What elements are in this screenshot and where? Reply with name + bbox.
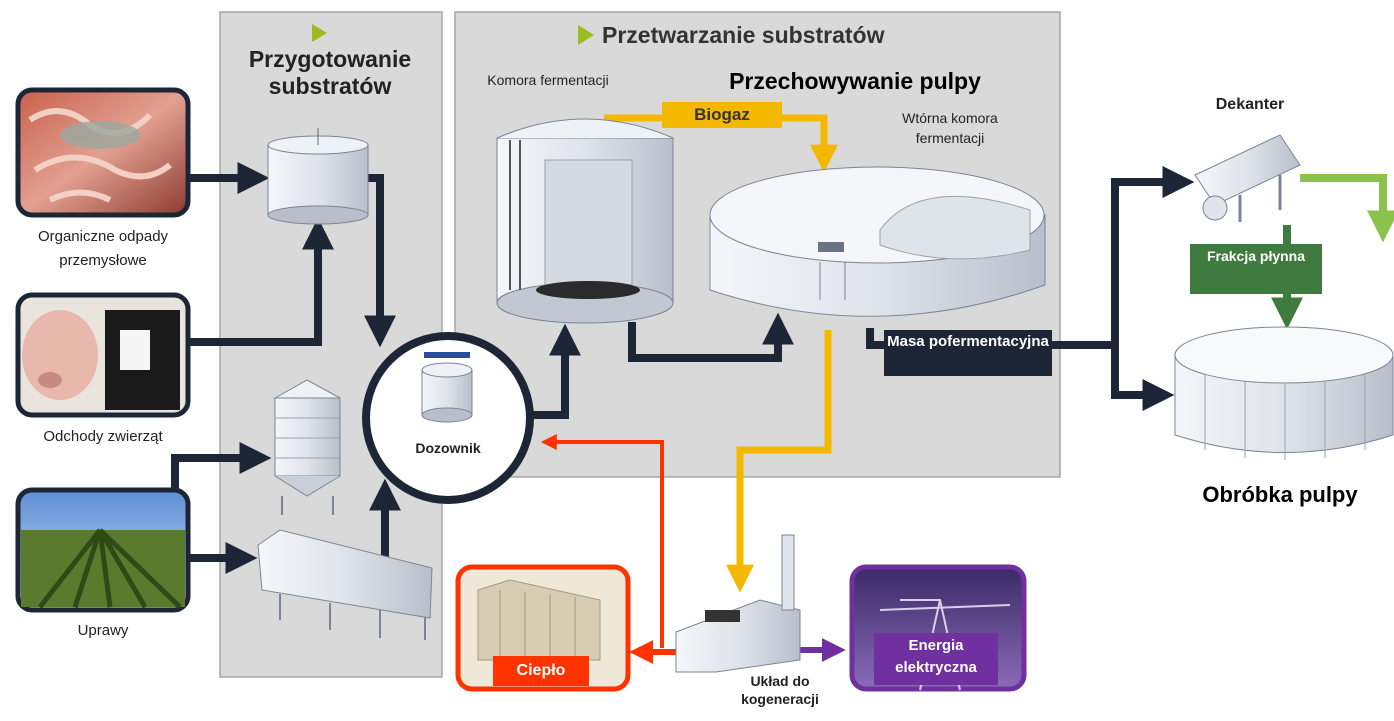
pulp-storage-title: Przechowywanie pulpy [729, 68, 981, 94]
animal-waste-photo [15, 292, 191, 418]
liquid-fraction-badge: Frakcja płynna [1190, 244, 1322, 294]
crops-photo [15, 487, 191, 613]
secondary-chamber-label: Wtórna komora fermentacji [902, 110, 998, 146]
flow-dozer-to-fermenter [532, 323, 581, 419]
feed-hopper [257, 529, 433, 640]
heat-badge: Ciepło [493, 656, 589, 686]
processing-title: Przetwarzanie substratów [602, 22, 885, 48]
cogeneration-unit [675, 534, 801, 673]
flow-tank-to-dozer [364, 174, 396, 348]
dozer-tank [421, 352, 473, 423]
animal-waste-label: Odchody zwierząt [43, 428, 163, 445]
crops-label: Uprawy [77, 622, 129, 639]
pulp-tank [1174, 326, 1394, 460]
dozer-label: Dozownik [415, 440, 481, 456]
silo [273, 379, 341, 515]
flow-crops-to-silo [171, 442, 272, 490]
secondary-chamber [709, 166, 1046, 317]
flow-biogas-to-cogeneration [726, 330, 832, 593]
pulp-treatment-title: Obróbka pulpy [1202, 482, 1358, 507]
flow-liquid-out [1300, 174, 1394, 243]
flow-heat-to-dozer [540, 434, 664, 648]
preparation-title: Przygotowanie substratów [248, 46, 412, 99]
biogas-badge: Biogaz [662, 102, 782, 128]
flow-fermenter-to-secondary [628, 312, 794, 362]
digestate-badge: Masa pofermentacyjna [884, 330, 1052, 376]
electricity-badge: Energia elektryczna [874, 633, 998, 685]
triangle-icon [578, 25, 594, 45]
triangle-icon [312, 24, 327, 42]
fermentation-chamber-label: Komora fermentacji [487, 72, 609, 88]
decanter [1194, 134, 1301, 222]
industrial-waste-photo [15, 87, 191, 218]
flow-animal-to-tank [188, 217, 334, 346]
preparation-tank [267, 128, 369, 225]
industrial-waste-label: Organiczne odpady przemysłowe [37, 228, 169, 269]
flow-digestate-to-pulp-tank [1111, 345, 1175, 411]
cogeneration-label: Układ do kogeneracji [741, 673, 819, 707]
fermentation-chamber [496, 118, 674, 324]
decanter-label: Dekanter [1215, 96, 1285, 113]
